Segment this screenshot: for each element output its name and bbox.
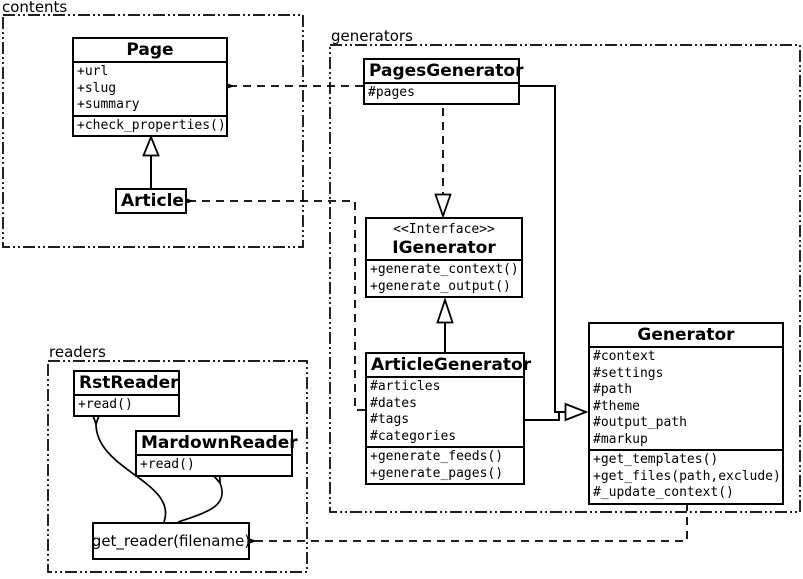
attribute-row: #dates [370,395,417,411]
method-row: +get_templates() [593,452,719,467]
class-igenerator-methods: +generate_context() +generate_output() [367,259,521,296]
getreader-function-label: get_reader(filename) [91,532,251,550]
class-page-attributes: +url +slug +summary [74,61,226,115]
class-mardownreader: MardownReader +read() [135,430,298,477]
package-generators-border [329,44,801,513]
arrow-getreader-mardownreader [177,483,223,523]
generalization-articlegenerator-generator-line [525,413,560,421]
generalization-articlegenerator-igenerator-triangle [436,297,454,324]
class-generator-attributes: #context #settings #path #theme #output_… [590,346,782,449]
attribute-row: #output_path [593,415,687,430]
method-row: +get_files(path,exclude) [593,468,781,484]
attribute-row: +url [77,64,109,79]
attribute-row: #pages [368,85,415,100]
package-contents-label: contents [2,0,68,16]
method-row: +check_properties() [77,117,226,133]
class-articlegenerator-methods: +generate_feeds() +generate_pages() [367,446,523,483]
generalization-article-page-triangle [142,134,160,157]
dependency-generator-getreader-arrow [254,503,688,541]
attribute-row: +summary [77,97,140,112]
generalization-generator-triangle [564,402,589,422]
method-row: +generate_feeds() [370,449,504,464]
class-articlegenerator: ArticleGenerator #articles #dates #tags … [365,352,532,485]
class-igenerator-title: IGenerator [392,238,496,258]
attribute-row: #tags [370,412,410,427]
method-row: +read() [140,457,195,472]
class-rstreader-title: RstReader [79,373,179,393]
attribute-row: +slug [77,80,117,96]
class-article-title: Article [121,191,184,211]
dependency-articlegenerator-article-arrow [191,201,365,411]
package-contents-border [2,14,304,248]
class-generator-title: Generator [637,325,735,345]
class-mardownreader-methods: +read() [137,454,291,475]
class-article: Article [115,188,187,214]
class-articlegenerator-title: ArticleGenerator [371,355,532,375]
method-row: +generate_output() [370,278,511,294]
generalization-pagesgenerator-generator-line [518,85,565,413]
class-pagesgenerator: PagesGenerator #pages [363,58,524,105]
class-rstreader-methods: +read() [75,394,178,415]
attribute-row: #theme [593,398,640,414]
attribute-row: #path [593,382,633,397]
package-readers-label: readers [49,343,106,361]
class-pagesgenerator-title: PagesGenerator [369,61,524,81]
class-igenerator-stereotype: <<Interface>> [393,222,495,237]
attribute-row: #categories [370,428,457,444]
class-page-methods: +check_properties() [74,114,226,136]
class-page-title: Page [126,40,174,60]
realization-pagesgenerator-igenerator-triangle [434,193,452,219]
class-igenerator: <<Interface>> IGenerator +generate_conte… [365,217,523,298]
class-generator: Generator #context #settings #path #them… [588,322,784,505]
package-readers-border [47,360,308,573]
class-mardownreader-title: MardownReader [141,433,298,453]
method-row: +read() [78,397,133,412]
method-row: #_update_context() [593,485,734,500]
attribute-row: #context [593,349,656,364]
method-row: +generate_context() [370,262,519,277]
attribute-row: #markup [593,431,648,447]
method-row: +generate_pages() [370,465,504,481]
getreader-function-box: get_reader(filename) [92,522,250,560]
class-rstreader: RstReader +read() [73,370,180,417]
package-generators-label: generators [331,27,413,45]
class-articlegenerator-attributes: #articles #dates #tags #categories [367,376,523,446]
class-page: Page +url +slug +summary +check_properti… [72,37,228,137]
class-pagesgenerator-attributes: #pages [365,82,518,103]
class-generator-methods: +get_templates() +get_files(path,exclude… [590,449,782,503]
attribute-row: #settings [593,365,664,381]
attribute-row: #articles [370,379,441,394]
